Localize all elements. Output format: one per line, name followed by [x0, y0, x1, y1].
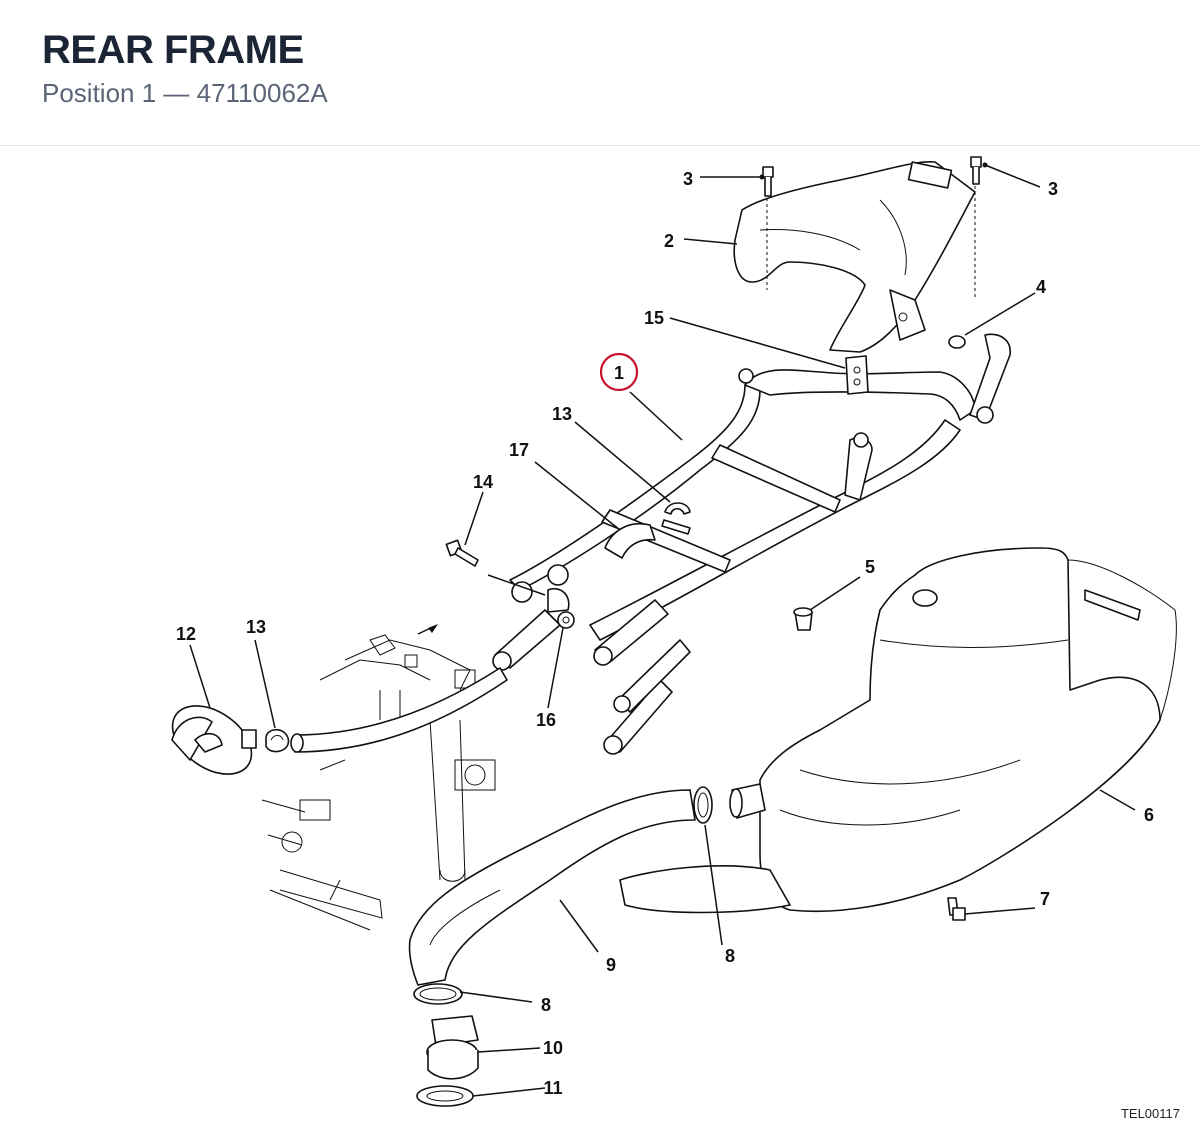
bolt-part-3-right[interactable] [970, 156, 982, 300]
callout-3-left[interactable]: 3 [683, 169, 693, 189]
callout-4[interactable]: 4 [1036, 277, 1046, 297]
callout-13-left[interactable]: 13 [246, 617, 266, 637]
fitting-part-5[interactable] [793, 607, 813, 631]
clip-part-13-left[interactable] [265, 728, 290, 753]
clip-part-13-upper[interactable] [661, 502, 691, 535]
tank-part-6[interactable] [619, 547, 1177, 914]
callout-16[interactable]: 16 [536, 710, 556, 730]
page-subtitle: Position 1 — 47110062A [42, 78, 328, 108]
gasket-part-11[interactable] [416, 1085, 474, 1107]
clamp-part-8-bottom[interactable] [413, 983, 463, 1005]
page-title: REAR FRAME [42, 28, 304, 72]
callout-5[interactable]: 5 [865, 557, 875, 577]
bolt-part-14[interactable] [445, 539, 479, 567]
hose-part-9[interactable] [408, 789, 696, 986]
callout-1[interactable]: 1 [614, 363, 624, 383]
hose-part-17[interactable] [604, 523, 656, 559]
page-header: REAR FRAME Position 1 — 47110062A [0, 0, 1200, 146]
callout-11[interactable]: 11 [543, 1078, 562, 1098]
callout-8-bottom[interactable]: 8 [541, 995, 551, 1015]
callout-6[interactable]: 6 [1144, 805, 1154, 825]
callout-17[interactable]: 17 [509, 440, 529, 460]
chassis-context-lines [261, 624, 496, 931]
clamp-part-8-right[interactable] [693, 786, 713, 824]
callout-8-right[interactable]: 8 [725, 946, 735, 966]
callout-3-right[interactable]: 3 [1048, 179, 1058, 199]
breather-hose[interactable] [290, 667, 508, 753]
callout-2[interactable]: 2 [664, 231, 674, 251]
callout-15[interactable]: 15 [644, 308, 664, 328]
leader-lines [189, 162, 1136, 1097]
callout-labels: 1 2 3 3 4 5 6 7 8 8 9 10 11 12 13 13 14 … [176, 169, 1154, 1098]
fuel-cap-part-12[interactable] [160, 692, 264, 788]
tank-outlet[interactable] [729, 783, 766, 819]
callout-7[interactable]: 7 [1040, 889, 1050, 909]
nut-part-16[interactable] [557, 611, 575, 629]
exploded-parts-diagram: 1 2 3 3 4 5 6 7 8 8 9 10 11 12 13 13 14 … [160, 156, 1177, 1107]
nut-part-4[interactable] [948, 335, 966, 349]
callout-13-upper[interactable]: 13 [552, 404, 572, 424]
callout-10[interactable]: 10 [543, 1038, 563, 1058]
highlight-ring-part-1[interactable] [599, 352, 639, 392]
filler-neck-part-10[interactable] [426, 1015, 479, 1080]
diagram-reference-code: TEL00117 [1120, 1106, 1180, 1121]
callout-14[interactable]: 14 [473, 472, 493, 492]
callout-12[interactable]: 12 [176, 624, 196, 644]
screw-part-7[interactable] [947, 897, 966, 921]
seat-bracket-part-2[interactable] [733, 161, 976, 353]
bolt-part-3-left[interactable] [762, 166, 774, 290]
plate-part-15[interactable] [845, 355, 869, 395]
callout-9[interactable]: 9 [606, 955, 616, 975]
